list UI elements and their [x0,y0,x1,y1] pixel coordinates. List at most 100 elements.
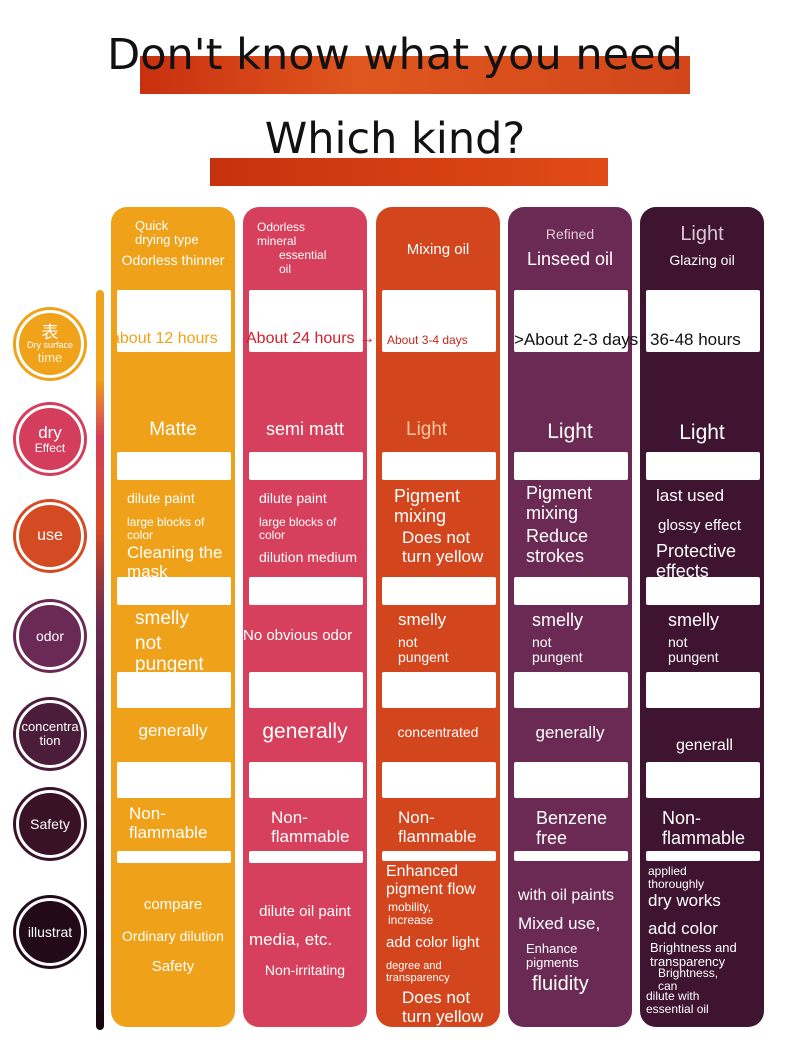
odor-line: not pungent [135,634,204,672]
row-divider [249,762,363,798]
row-divider [117,577,231,605]
use-line: dilute paint [127,490,195,506]
column-header-title: Odorless thinner [121,252,225,268]
row-label-concentration: concentra tion [16,700,84,768]
column-header-line: oil [279,262,292,276]
dry-time-panel [514,290,628,352]
safety-value: Benzene free [536,808,608,848]
row-divider [382,577,496,605]
use-line: dilute paint [259,490,327,506]
dry-time-value-0: about 12 hours [111,330,218,347]
row-label-odor: odor [16,602,84,670]
odor-line: smelly [135,609,189,629]
illustrate-line: media, etc. [249,930,333,949]
safety-value: Non-flammable [398,808,477,846]
column-header-title: Glazing oil [669,252,735,268]
column-header-title: Mixing oil [406,241,470,258]
row-label-main: concentra [21,719,79,735]
illustrate-line: dilute oil paint [259,903,351,920]
subtitle-highlight-bar [210,158,608,186]
column-header-line: drying type [135,232,199,247]
dry-time-panel [382,290,496,352]
illustrate-line: Does not turn yellow [402,988,484,1026]
odor-line: not pungent [532,634,583,666]
dry-time-value-2: About 3-4 days [387,333,468,347]
illustrate-line: applied thoroughly [648,864,705,892]
row-divider [117,762,231,798]
product-column-mixing-oil: Mixing oil Light Pigment mixing Does not… [376,207,500,1027]
row-divider [382,762,496,798]
odor-line: No obvious odor [243,628,353,644]
row-divider [382,452,496,480]
product-column-refined-linseed-oil: Refined Linseed oil Light Pigment mixing… [508,207,632,1027]
column-header-line: Quick [135,218,169,233]
illustrate-line: add color [648,919,718,938]
odor-line: smelly [398,610,447,629]
dry-effect-value: Matte [149,419,197,440]
product-column-odorless-thinner: Quick drying type Odorless thinner Matte… [111,207,235,1027]
concentration-value: generall [676,737,733,754]
odor-line: smelly [532,610,584,630]
row-divider [117,452,231,480]
row-label-dry-surface-time: 表 Dry surface time [16,310,84,378]
product-column-odorless-mineral-oil: Odorless mineral essential oil semi matt… [243,207,367,1027]
dry-effect-value: Light [406,419,448,440]
column-header-title: Linseed oil [526,249,614,269]
safety-value: Non-flammable [129,804,208,842]
page-title: Don't know what you need [107,30,683,80]
dry-effect-value: semi matt [265,419,344,439]
safety-value: Non-flammable [662,808,746,848]
dry-time-value-1: About 24 hours → [246,330,375,347]
timeline-bar [96,290,104,1030]
use-line: Pigment mixing [394,486,461,526]
row-divider [646,762,760,798]
use-line: Does not turn yellow [402,528,484,566]
illustrate-line: dry works [648,891,721,910]
illustrate-line: compare [143,896,203,913]
odor-line: not pungent [668,634,719,666]
row-divider [249,452,363,480]
row-label-main: odor [35,627,65,644]
row-divider [249,672,363,708]
row-divider [249,851,363,863]
concentration-value: generally [535,723,605,742]
row-divider [514,452,628,480]
row-divider [249,577,363,605]
illustrate-line: with oil paints [518,887,615,904]
use-line: Reduce strokes [526,526,589,566]
row-divider [514,577,628,605]
row-label-safety: Safety [16,790,84,858]
row-divider [514,851,628,861]
odor-line: not pungent [398,634,449,666]
illustrate-line: degree and transparency [386,960,450,985]
illustrate-line: Brightness, can [658,966,719,994]
column-header-line: mineral [257,234,297,248]
dry-effect-value: Light [547,420,593,443]
row-divider [646,672,760,708]
illustrate-line: Non-irritating [264,962,346,978]
column-header-line: Refined [545,226,595,242]
row-divider [514,672,628,708]
column-header-line: Light [680,223,724,245]
illustrate-line: Enhance pigments [526,941,579,971]
row-label-main: dry [38,422,62,442]
use-line: large blocks of color [259,515,337,543]
dry-time-value-3: >About 2-3 days [514,330,639,349]
row-label-sub: Effect [34,440,66,455]
illustrate-line: fluidity [532,973,589,995]
odor-line: smelly [668,610,720,630]
illustrate-line: Enhanced pigment flow [386,863,476,898]
column-header-line: Odorless [257,220,306,234]
row-divider [646,851,760,861]
dry-time-panel [117,290,231,352]
row-label-main: illustrat [27,923,73,940]
product-column-light-glazing-oil: Light Glazing oil Light last used glossy… [640,207,764,1027]
row-label-sub2: time [37,349,63,365]
use-line: Cleaning the mask [127,544,223,578]
illustrate-line: dilute with essential oil [646,989,709,1017]
concentration-value: generally [138,721,208,740]
page-subtitle: Which kind? [264,114,526,164]
row-label-main: 表 [41,322,59,342]
row-divider [646,577,760,605]
row-label-dry-effect: dry Effect [16,405,84,473]
